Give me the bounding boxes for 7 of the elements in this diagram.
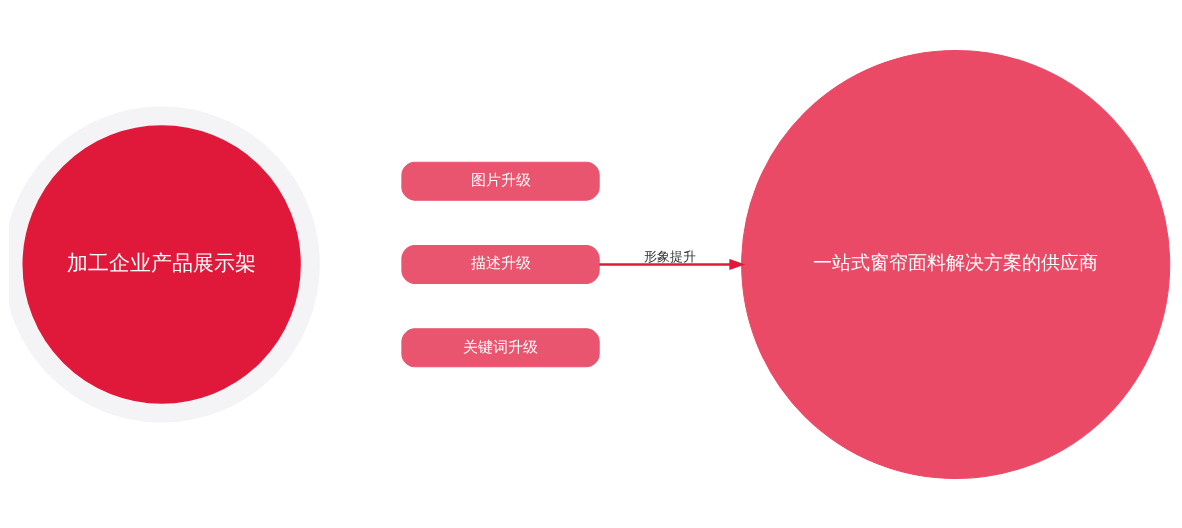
arrow <box>598 258 745 270</box>
node-box: 图片升级 <box>400 161 600 201</box>
edge-label: 形象提升 <box>643 248 696 264</box>
node-box: 描述升级 <box>400 244 600 284</box>
node-circle: 一站式窗帘面料解决方案的供应商 <box>740 49 1170 479</box>
node-circle: 加工企业产品展示架 <box>8 105 320 423</box>
node-box: 关键词升级 <box>400 327 600 367</box>
